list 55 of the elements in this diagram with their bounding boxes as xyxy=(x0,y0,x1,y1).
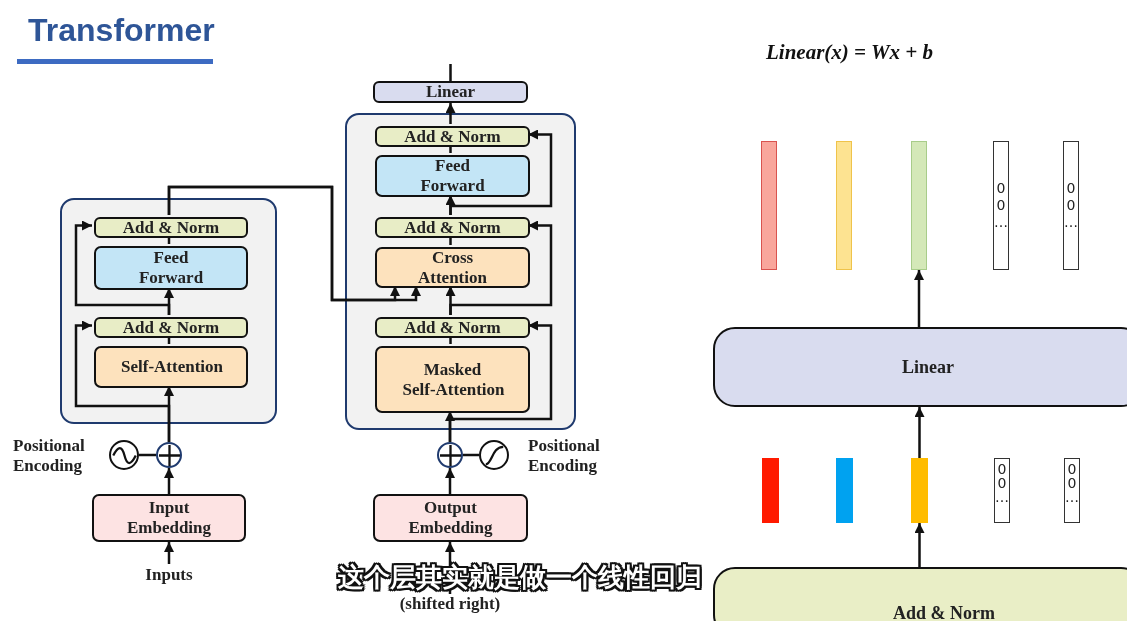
linear-box: Linear xyxy=(713,327,1127,407)
linear-box: Linear xyxy=(373,81,528,103)
vector-bar xyxy=(762,458,779,523)
arrow xyxy=(914,523,925,567)
vector-bar xyxy=(836,141,852,270)
adder-symbol xyxy=(437,442,463,468)
connector-line xyxy=(139,453,156,457)
connector-line xyxy=(167,336,171,344)
arrow xyxy=(449,129,553,215)
arrow xyxy=(445,468,455,494)
connector-line xyxy=(167,236,171,244)
zero-vector: 0 0 … xyxy=(993,141,1009,270)
arrow xyxy=(74,220,171,315)
add-norm-box: Add & Norm xyxy=(94,317,248,338)
vector-bar xyxy=(836,458,853,523)
vector-bar xyxy=(911,141,927,270)
connector-line xyxy=(449,236,452,245)
embedding-box: Output Embedding xyxy=(373,494,528,542)
connector-line xyxy=(463,453,479,457)
feed-forward-box: Feed Forward xyxy=(94,246,248,290)
connector-line xyxy=(449,64,452,81)
arrow xyxy=(164,468,174,494)
decoder-panel xyxy=(345,113,576,430)
zero-vector: 0 0 … xyxy=(994,458,1010,523)
positional-encoding-label: Positional Encoding xyxy=(528,436,601,476)
zero-vector: 0 0 … xyxy=(1064,458,1080,523)
add-norm-box: Add & Norm xyxy=(713,567,1127,621)
arrow xyxy=(74,320,171,442)
zero-vector: 0 0 … xyxy=(1063,141,1079,270)
attention-box: Self-Attention xyxy=(94,346,248,388)
arrow xyxy=(445,103,456,124)
arrow xyxy=(448,320,553,442)
add-norm-box: Add & Norm xyxy=(94,217,248,238)
vector-bar xyxy=(761,141,777,270)
attention-box: Cross Attention xyxy=(375,247,530,288)
add-norm-box: Add & Norm xyxy=(375,126,530,147)
embedding-box: Input Embedding xyxy=(92,494,246,542)
slide-title: Transformer xyxy=(28,12,215,49)
arrow xyxy=(914,270,924,327)
arrow xyxy=(914,407,925,458)
formula: Linear(x) = Wx + b xyxy=(766,40,934,65)
arrow xyxy=(164,542,174,564)
add-norm-box: Add & Norm xyxy=(375,317,530,338)
input-label: (shifted right) xyxy=(380,594,520,614)
connector-line xyxy=(449,336,452,344)
add-norm-box: Add & Norm xyxy=(375,217,530,238)
feed-forward-box: Feed Forward xyxy=(375,155,530,197)
attention-box: Masked Self-Attention xyxy=(375,346,530,413)
arrow xyxy=(449,220,553,315)
vector-bar xyxy=(911,458,928,523)
connector-line xyxy=(449,145,452,153)
encoder-panel xyxy=(60,198,277,424)
input-label: Inputs xyxy=(134,564,204,586)
positional-encoding-label: Positional Encoding xyxy=(13,436,86,476)
adder-symbol xyxy=(156,442,182,468)
